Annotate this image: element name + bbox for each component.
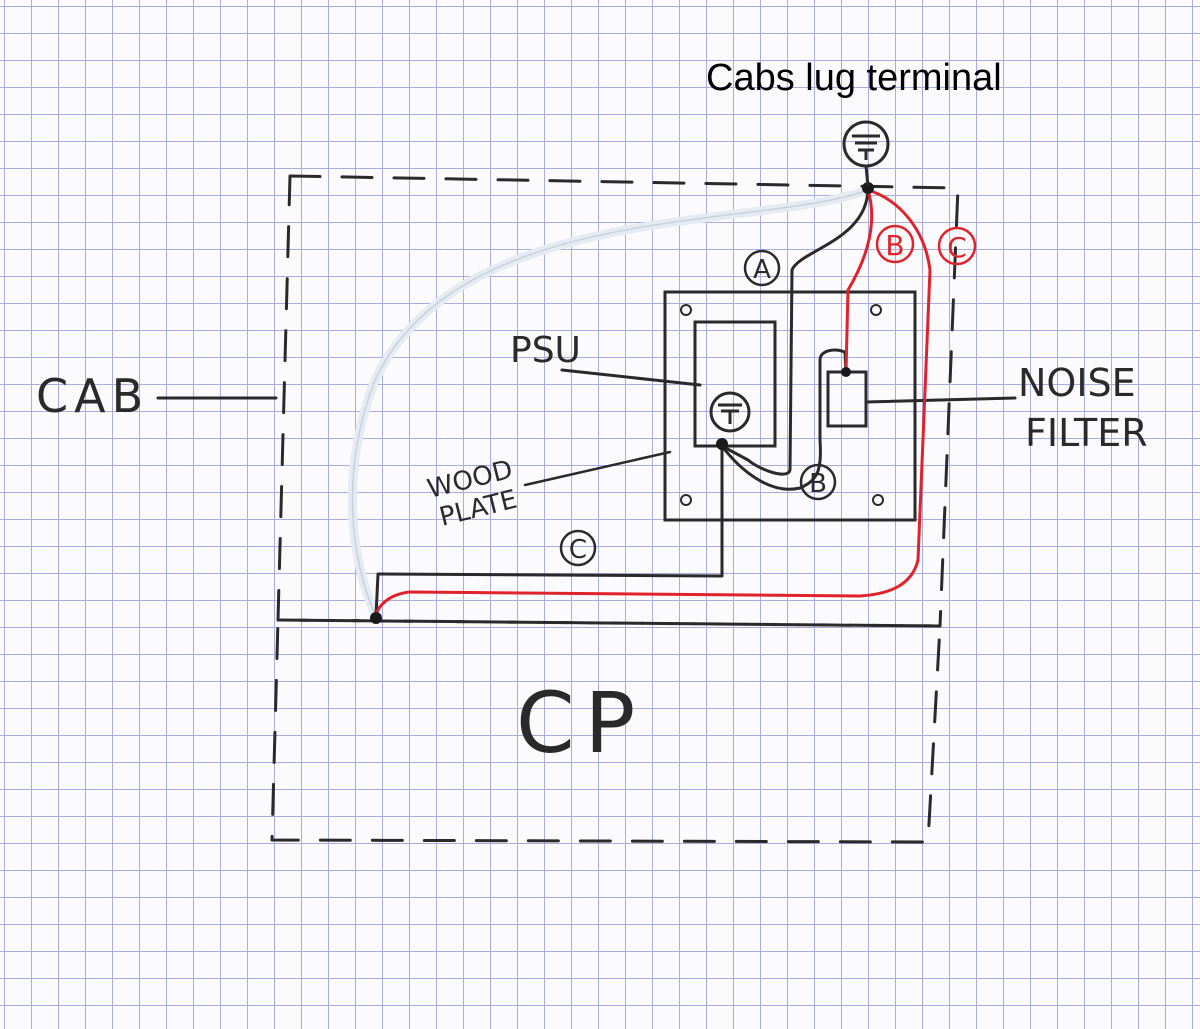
wire-b-red (844, 188, 874, 374)
wire-b-black (720, 348, 848, 491)
psu-label: PSU (510, 330, 581, 371)
white-ground-wire-edge (351, 189, 869, 617)
svg-text:A: A (753, 255, 771, 285)
wire-a (720, 186, 870, 476)
svg-text:C: C (569, 535, 587, 565)
wood-plate (663, 290, 917, 522)
wire-b-black-label: B (799, 463, 837, 501)
cab-outline (276, 174, 960, 628)
ground-terminal-icon (842, 120, 890, 168)
plate-screw (870, 304, 882, 316)
wire-c-black (374, 444, 724, 618)
diagram-title: Cabs lug terminal (706, 57, 1002, 99)
wire-c-red-label: C (937, 226, 977, 266)
filter-connection-point (841, 367, 851, 377)
noise-filter-pointer-line (864, 396, 1017, 404)
lug-connection-point (862, 182, 874, 194)
ground-terminal-icon (709, 391, 751, 433)
noise-filter-label-line1: NOISE (1018, 361, 1136, 405)
wire-c-red (374, 188, 932, 618)
plate-screw (680, 494, 692, 506)
wire-a-label: A (743, 249, 781, 287)
wood-plate-pointer-line (523, 450, 672, 487)
lug-stem (864, 165, 870, 187)
psu-ground-connection-point (716, 438, 728, 450)
noise-filter-label-line2: FILTER (1025, 411, 1148, 455)
noise-filter (826, 370, 868, 428)
plate-screw (872, 494, 884, 506)
svg-text:C: C (947, 231, 967, 264)
cp-outline (270, 618, 942, 844)
wire-b-red-label: B (875, 224, 915, 264)
wire-c-black-label: C (559, 529, 597, 567)
cp-ground-connection-point (370, 612, 382, 624)
psu-box (693, 320, 777, 448)
cab-label: CAB (36, 369, 149, 423)
plate-screw (680, 304, 692, 316)
svg-text:B: B (809, 469, 827, 499)
psu-pointer-line (560, 368, 702, 387)
svg-text:B: B (885, 229, 904, 262)
cp-label: CP (516, 674, 645, 772)
